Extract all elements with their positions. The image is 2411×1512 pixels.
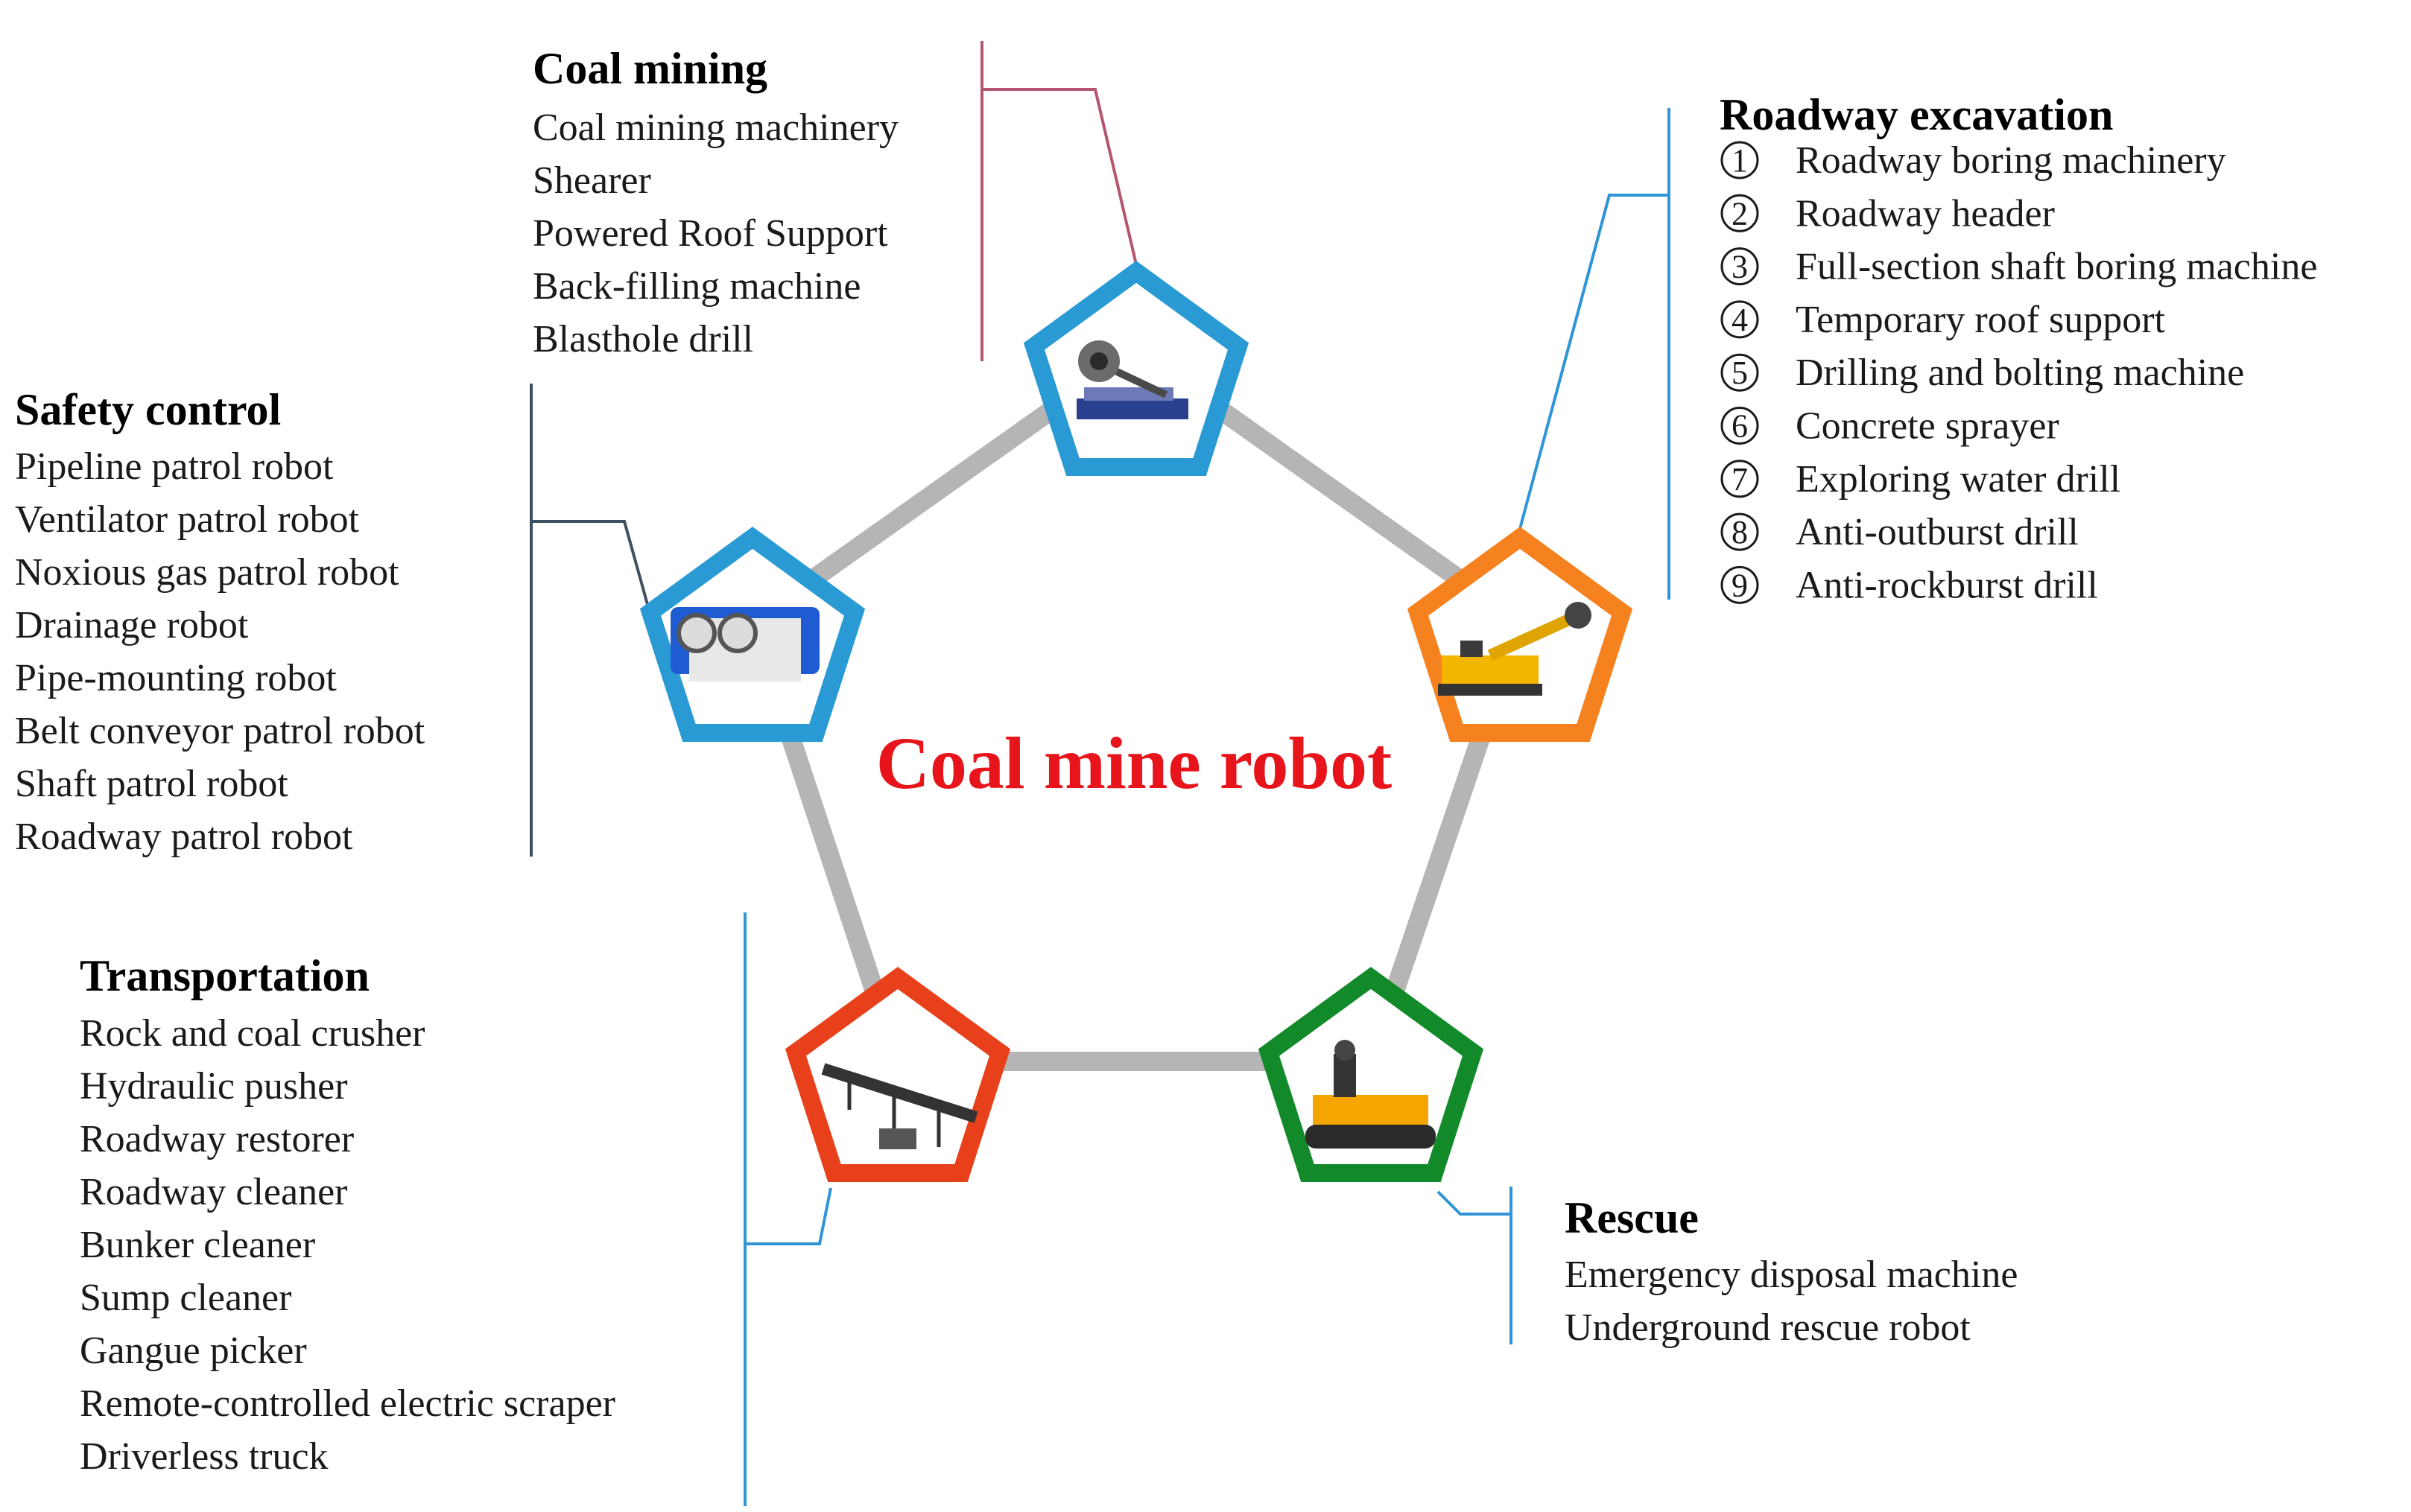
roadway-excavation-group: Roadway excavation 1 Roadway boring machi… xyxy=(1720,90,2317,606)
rescue-item: Underground rescue robot xyxy=(1565,1306,1971,1349)
roadway-excavation-item: 3 Full-section shaft boring machine xyxy=(1720,246,2317,288)
item-number-circle xyxy=(1720,565,1759,604)
safety-control-group: Safety control Pipeline patrol robot Ven… xyxy=(15,385,425,858)
item-label: Anti-rockburst drill xyxy=(1796,564,2098,606)
item-number: 6 xyxy=(1732,408,1748,445)
pentagon-rescue xyxy=(1258,967,1484,1182)
roadway-excavation-item: 1 Roadway boring machinery xyxy=(1720,139,2226,182)
rescue-item: Emergency disposal machine xyxy=(1565,1254,2018,1296)
safety-control-heading: Safety control xyxy=(15,385,281,434)
safety-control-item: Noxious gas patrol robot xyxy=(15,551,399,594)
belt-conveyor-illustration xyxy=(821,1063,978,1149)
item-label: Concrete sprayer xyxy=(1796,405,2059,448)
leader-lines xyxy=(530,41,1670,1506)
transportation-leader xyxy=(744,912,832,1506)
item-number-circle xyxy=(1720,353,1759,392)
safety-control-leader xyxy=(530,384,650,857)
transportation-item: Bunker cleaner xyxy=(80,1224,315,1266)
transportation-group: Transportation Rock and coal crusher Hyd… xyxy=(80,951,615,1478)
roadway-header-illustration xyxy=(1438,602,1591,696)
coal-mining-group: Coal mining Coal mining machinery Sheare… xyxy=(533,44,899,360)
item-label: Roadway boring machinery xyxy=(1796,139,2226,182)
transportation-item: Hydraulic pusher xyxy=(80,1065,348,1108)
pentagon-transportation xyxy=(785,967,1011,1182)
coal-mining-item: Powered Roof Support xyxy=(533,212,888,255)
item-number-circle xyxy=(1720,460,1759,498)
transportation-item: Remote-controlled electric scraper xyxy=(80,1382,615,1425)
safety-control-item: Pipeline patrol robot xyxy=(15,445,334,488)
roadway-excavation-item: 2 Roadway header xyxy=(1720,192,2055,235)
rescue-leader xyxy=(1436,1187,1512,1344)
item-number-circle xyxy=(1720,194,1759,232)
item-number: 4 xyxy=(1732,302,1748,338)
coal-mining-item: Blasthole drill xyxy=(533,318,753,360)
safety-control-item: Drainage robot xyxy=(15,604,249,647)
item-number: 8 xyxy=(1732,514,1748,550)
safety-control-item: Pipe-mounting robot xyxy=(15,657,337,699)
transportation-item: Roadway cleaner xyxy=(80,1171,347,1213)
patrol-robot-illustration xyxy=(671,607,820,682)
pentagon-roadway-excavation xyxy=(1407,527,1633,742)
roadway-excavation-item: 6 Concrete sprayer xyxy=(1720,405,2059,448)
item-label: Exploring water drill xyxy=(1796,458,2120,501)
coal-mining-item: Shearer xyxy=(533,159,651,202)
item-label: Drilling and bolting machine xyxy=(1796,352,2244,394)
roadway-excavation-heading: Roadway excavation xyxy=(1720,90,2113,139)
safety-control-item: Shaft patrol robot xyxy=(15,763,288,805)
roadway-excavation-item: 5 Drilling and bolting machine xyxy=(1720,352,2244,394)
coal-mining-heading: Coal mining xyxy=(533,44,767,93)
transportation-item: Sump cleaner xyxy=(80,1277,291,1319)
rescue-group: Rescue Emergency disposal machine Underg… xyxy=(1565,1193,2018,1349)
coal-mining-item: Coal mining machinery xyxy=(533,107,899,149)
diagram-title: Coal mine robot xyxy=(876,722,1393,804)
item-number-circle xyxy=(1720,141,1759,180)
item-number: 7 xyxy=(1732,461,1748,498)
item-label: Anti-outburst drill xyxy=(1796,511,2079,553)
item-number: 5 xyxy=(1732,355,1748,391)
item-label: Temporary roof support xyxy=(1796,299,2166,341)
item-label: Full-section shaft boring machine xyxy=(1796,246,2317,288)
item-label: Roadway header xyxy=(1796,192,2055,235)
coal-mining-item: Back-filling machine xyxy=(533,265,861,308)
coal-mining-leader xyxy=(980,41,1138,361)
roadway-excavation-list: 1 Roadway boring machinery 2 Roadway header… xyxy=(1720,139,2317,606)
safety-control-item: Belt conveyor patrol robot xyxy=(15,710,425,752)
rescue-heading: Rescue xyxy=(1565,1193,1699,1242)
pentagon-safety-control xyxy=(639,527,866,742)
safety-control-item: Roadway patrol robot xyxy=(15,816,353,858)
roadway-excavation-item: 7 Exploring water drill xyxy=(1720,458,2120,501)
roadway-excavation-item: 4 Temporary roof support xyxy=(1720,299,2166,341)
transportation-item: Roadway restorer xyxy=(80,1118,354,1160)
item-number-circle xyxy=(1720,407,1759,445)
item-number-circle xyxy=(1720,300,1759,339)
transportation-item: Gangue picker xyxy=(80,1330,307,1372)
pentagon-coal-mining xyxy=(1023,261,1249,476)
roadway-excavation-leader xyxy=(1518,108,1670,600)
item-number: 9 xyxy=(1732,567,1748,603)
rescue-robot-illustration xyxy=(1305,1040,1436,1149)
shearer-illustration xyxy=(1077,340,1188,419)
item-number: 3 xyxy=(1732,249,1748,285)
safety-control-item: Ventilator patrol robot xyxy=(15,498,360,541)
item-number-circle xyxy=(1720,247,1759,286)
roadway-excavation-item: 8 Anti-outburst drill xyxy=(1720,511,2079,553)
roadway-excavation-item: 9 Anti-rockburst drill xyxy=(1720,564,2098,606)
transportation-item: Rock and coal crusher xyxy=(80,1012,425,1055)
transportation-heading: Transportation xyxy=(80,951,370,1000)
item-number: 1 xyxy=(1732,142,1748,179)
transportation-item: Driverless truck xyxy=(80,1435,329,1478)
item-number: 2 xyxy=(1732,195,1748,232)
item-number-circle xyxy=(1720,512,1759,551)
